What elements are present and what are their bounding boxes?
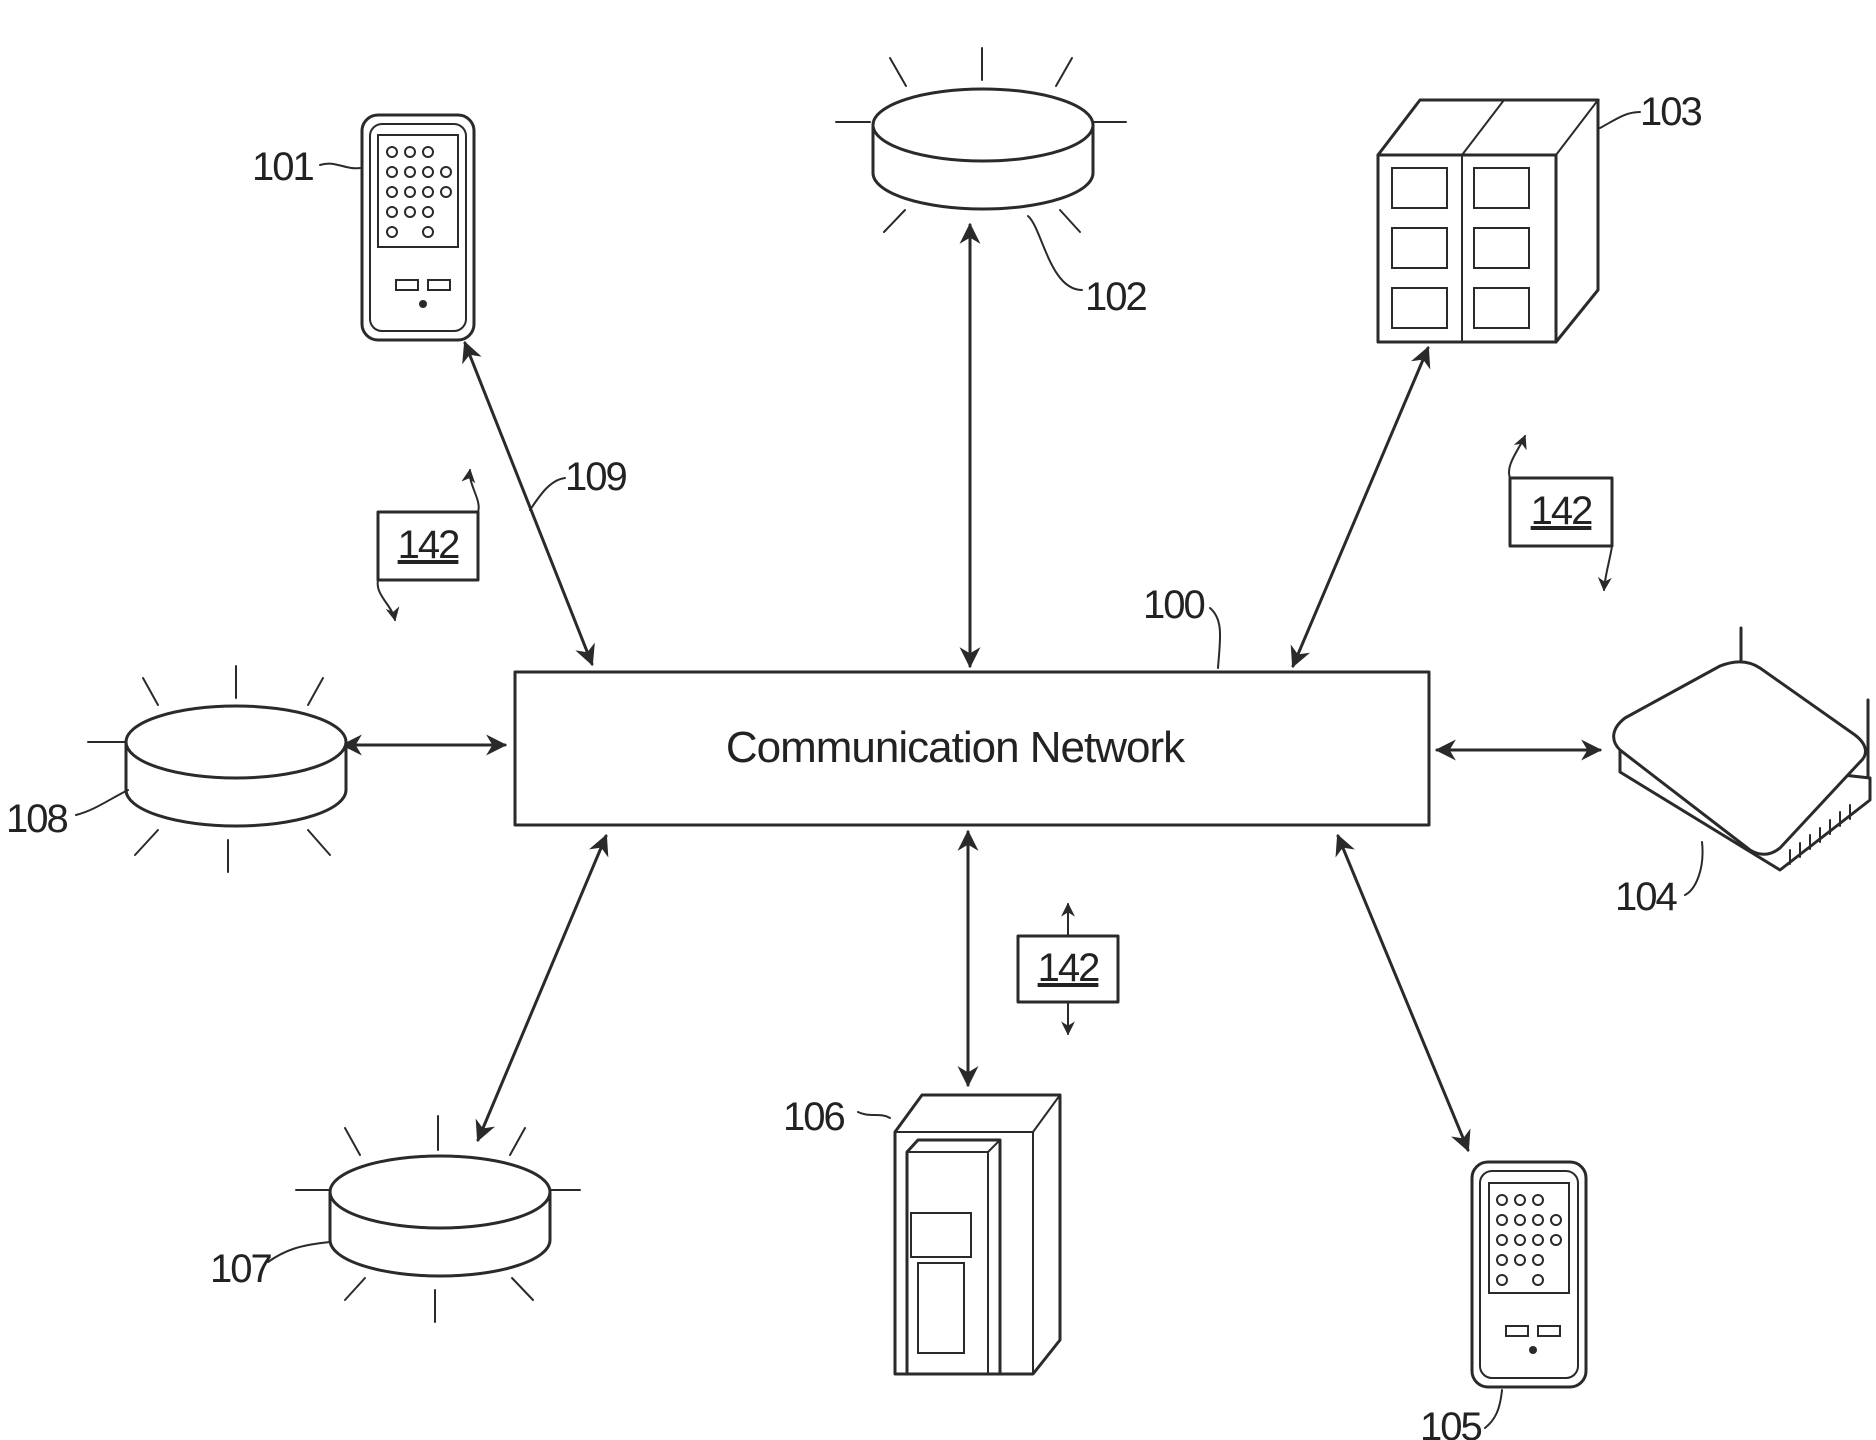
device-103: 103 xyxy=(1378,90,1701,342)
device-ref: 105 xyxy=(1420,1405,1481,1440)
message-label: 142 xyxy=(1531,489,1592,533)
device-ref: 101 xyxy=(252,145,313,189)
server-cabinet-icon xyxy=(1378,100,1598,342)
device-ref: 103 xyxy=(1640,90,1701,134)
disc-server-icon xyxy=(88,666,346,872)
device-106: 106 xyxy=(783,1095,1060,1374)
link-105 xyxy=(1338,836,1468,1150)
device-ref: 104 xyxy=(1615,875,1677,919)
message-label: 142 xyxy=(398,523,459,567)
link-101 xyxy=(465,343,592,664)
communication-network-box: Communication Network xyxy=(515,672,1429,825)
wireless-router-icon xyxy=(1614,628,1870,870)
device-104: 104 xyxy=(1614,628,1870,919)
disc-server-icon xyxy=(296,1116,580,1322)
device-ref: 108 xyxy=(6,797,67,841)
device-ref: 102 xyxy=(1085,275,1146,319)
link-ref: 109 xyxy=(565,455,626,499)
link-107 xyxy=(478,836,606,1140)
tower-unit-icon xyxy=(895,1095,1060,1374)
device-ref: 106 xyxy=(783,1095,844,1139)
handheld-device-icon xyxy=(362,115,474,340)
message-indicator: 142 xyxy=(1018,904,1118,1034)
device-107: 107 xyxy=(210,1116,580,1322)
network-label: Communication Network xyxy=(726,723,1186,772)
device-102: 102 xyxy=(836,48,1146,319)
device-101: 101 xyxy=(252,115,474,340)
handheld-device-icon xyxy=(1472,1162,1586,1387)
device-ref: 107 xyxy=(210,1247,271,1291)
network-ref: 100 xyxy=(1143,583,1204,627)
link-103 xyxy=(1293,348,1428,666)
message-indicator: 142 xyxy=(1509,436,1612,590)
disc-server-icon xyxy=(836,48,1126,232)
message-indicator: 142 xyxy=(378,470,479,620)
network-ref-callout: 100 xyxy=(1143,583,1220,668)
message-label: 142 xyxy=(1038,946,1099,990)
device-105: 105 xyxy=(1420,1162,1586,1440)
link-ref-callout: 109 xyxy=(530,455,626,510)
device-108: 108 xyxy=(6,666,346,872)
